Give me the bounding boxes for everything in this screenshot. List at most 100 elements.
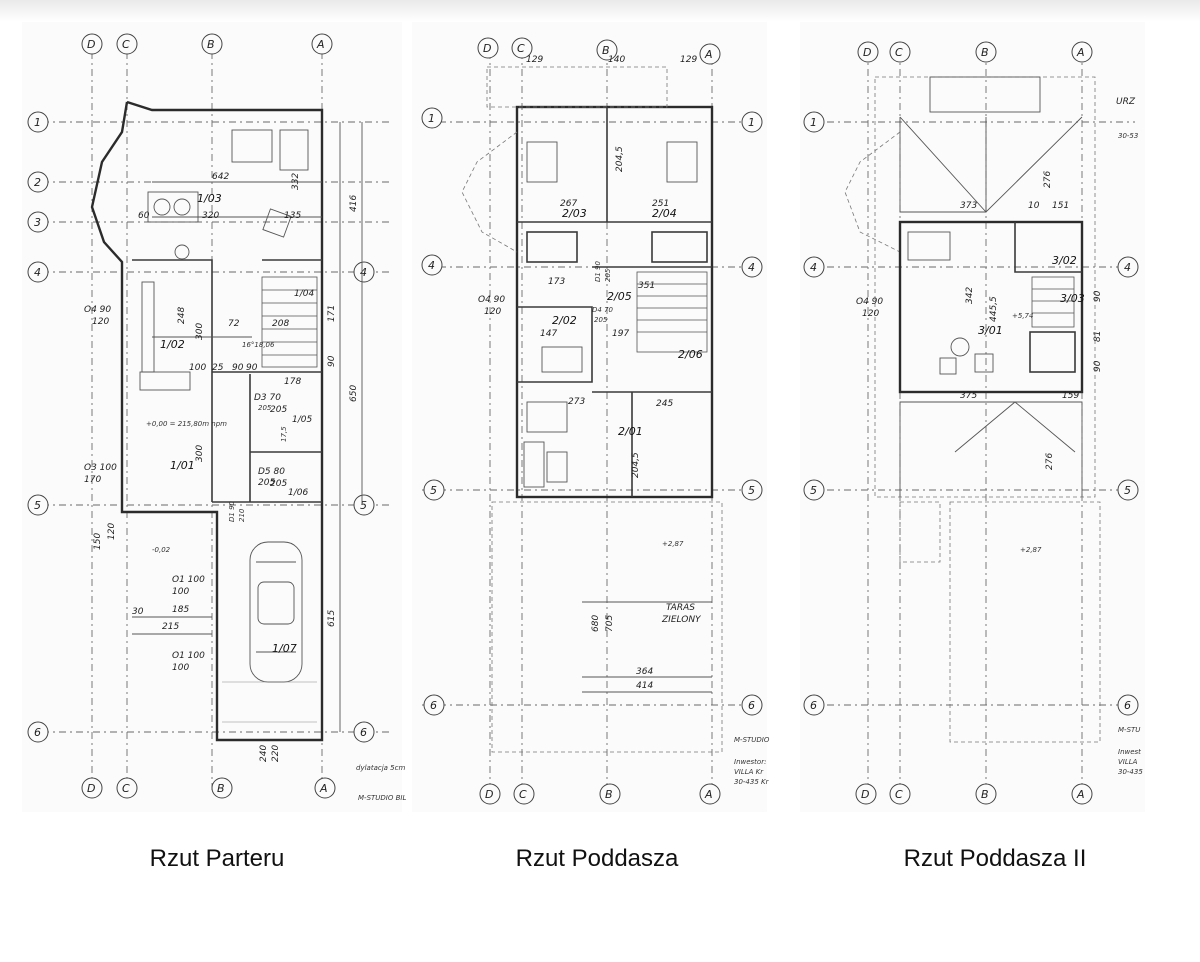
svg-text:81: 81 [1093, 331, 1103, 342]
svg-text:VILLA Kr: VILLA Kr [734, 768, 764, 776]
svg-text:364: 364 [636, 667, 653, 677]
room-1-01: 1/01 [170, 459, 195, 472]
svg-text:B: B [217, 782, 225, 795]
ground-floor-drawing: D C B A D C B A 1 2 3 4 5 6 4 5 [27, 33, 406, 802]
room-1-02: 1/02 [160, 338, 185, 351]
svg-text:650: 650 [349, 385, 359, 402]
svg-text:D3 70: D3 70 [254, 393, 281, 403]
svg-text:320: 320 [202, 211, 219, 221]
svg-text:D1 90: D1 90 [228, 500, 236, 522]
axis-label-a: A [316, 38, 325, 51]
svg-text:197: 197 [612, 329, 629, 339]
caption-ground-floor: Rzut Parteru [149, 845, 285, 872]
svg-text:4: 4 [1124, 261, 1131, 274]
svg-text:A: A [704, 48, 713, 61]
dimension-labels: 373 10 151 342 445,5 375 159 276 276 81 … [960, 171, 1103, 470]
svg-text:2/01: 2/01 [618, 425, 643, 438]
axis-grid [422, 52, 757, 792]
svg-text:332: 332 [291, 173, 301, 190]
svg-text:3/03: 3/03 [1060, 292, 1085, 305]
svg-text:276: 276 [1045, 453, 1055, 470]
column-axis-bottom: D C B A [855, 783, 1093, 805]
level-mark: +0,00 = 215,80m npm [146, 420, 227, 428]
terrace-level-mark: +2,87 [1020, 546, 1042, 554]
svg-text:705: 705 [605, 615, 615, 632]
svg-text:151: 151 [1052, 201, 1069, 211]
room-1-04: 1/04 [294, 289, 314, 299]
svg-text:210: 210 [238, 508, 246, 522]
garage-door [222, 681, 317, 723]
title-block: URZ 30-53 M-STU Inwest VILLA 30-435 [1116, 97, 1143, 776]
svg-text:O4 90: O4 90 [84, 305, 111, 315]
svg-text:5: 5 [1124, 484, 1131, 497]
svg-text:147: 147 [540, 329, 557, 339]
svg-text:135: 135 [284, 211, 301, 221]
svg-text:6: 6 [748, 699, 755, 712]
dimension-lines [132, 122, 363, 732]
terrace-hatch [582, 601, 712, 693]
svg-text:615: 615 [327, 610, 337, 627]
svg-text:215: 215 [162, 622, 179, 632]
axis-label-c: C [122, 38, 130, 51]
dimension-labels: 129 140 129 267 251 204,5 173 351 197 14… [526, 55, 697, 691]
svg-text:414: 414 [636, 681, 653, 691]
svg-text:D: D [861, 788, 869, 801]
row-axis: 1 4 5 6 4 5 6 [803, 111, 1139, 716]
column-axis-bottom: D C B A [479, 783, 721, 805]
svg-text:205: 205 [258, 478, 275, 488]
ground-floor-plan: D C B A D C B A 1 2 3 4 5 6 4 5 [22, 22, 406, 812]
svg-text:2/05: 2/05 [607, 290, 632, 303]
room-labels: 3/02 3/03 3/01 [978, 254, 1085, 337]
svg-text:159: 159 [1062, 391, 1079, 401]
svg-text:1: 1 [34, 116, 41, 129]
stairs [636, 271, 708, 353]
svg-text:2/06: 2/06 [678, 348, 703, 361]
furniture [907, 231, 994, 375]
svg-text:245: 245 [656, 399, 673, 409]
svg-text:129: 129 [680, 55, 697, 65]
svg-text:205: 205 [258, 404, 272, 412]
row-axis-right: 4 5 6 [353, 261, 375, 743]
svg-text:267: 267 [560, 199, 577, 209]
caption-first-floor: Rzut Poddasza [515, 845, 679, 872]
svg-text:D: D [483, 42, 491, 55]
svg-text:100: 100 [172, 587, 189, 597]
svg-text:6: 6 [360, 726, 367, 739]
svg-text:170: 170 [84, 475, 101, 485]
caption-second-floor: Rzut Poddasza II [903, 845, 1087, 872]
svg-text:C: C [895, 788, 903, 801]
svg-text:220: 220 [271, 745, 281, 762]
note-dylatacja: dylatacja 5cm [356, 764, 405, 772]
svg-text:140: 140 [608, 55, 625, 65]
row-axis: 1 4 5 6 1 4 5 6 [421, 107, 763, 716]
svg-text:Inwestor:: Inwestor: [734, 758, 766, 766]
svg-text:90: 90 [327, 355, 337, 367]
svg-text:VILLA: VILLA [1118, 758, 1138, 766]
svg-text:B: B [981, 788, 989, 801]
walls [898, 220, 1084, 394]
svg-text:4: 4 [428, 259, 435, 272]
svg-text:C: C [519, 788, 527, 801]
stairs-label: 16°18,06 [242, 341, 275, 349]
svg-text:D: D [863, 46, 871, 59]
second-floor-drawing: D C B A D C B A 1 4 5 6 4 5 6 [803, 41, 1143, 805]
svg-text:B: B [605, 788, 613, 801]
svg-text:D5 80: D5 80 [258, 467, 285, 477]
room-labels: 2/03 2/04 2/05 2/02 2/06 2/01 [552, 207, 703, 438]
svg-text:72: 72 [228, 319, 240, 329]
svg-text:5: 5 [748, 484, 755, 497]
svg-text:90: 90 [1093, 290, 1103, 302]
svg-text:A: A [1076, 788, 1085, 801]
svg-text:O1 100: O1 100 [172, 651, 205, 661]
svg-text:680: 680 [591, 615, 601, 632]
second-floor-plan: D C B A D C B A 1 4 5 6 4 5 6 [800, 22, 1145, 812]
svg-text:6: 6 [430, 699, 437, 712]
furniture [139, 129, 309, 391]
svg-text:150: 150 [93, 533, 103, 550]
svg-text:B: B [981, 46, 989, 59]
svg-text:4: 4 [810, 261, 817, 274]
svg-text:205: 205 [270, 479, 287, 489]
svg-text:100: 100 [189, 363, 206, 373]
dimension-labels: 642 320 135 332 60 248 300 72 208 300 90… [93, 172, 359, 762]
stairs [261, 276, 318, 368]
